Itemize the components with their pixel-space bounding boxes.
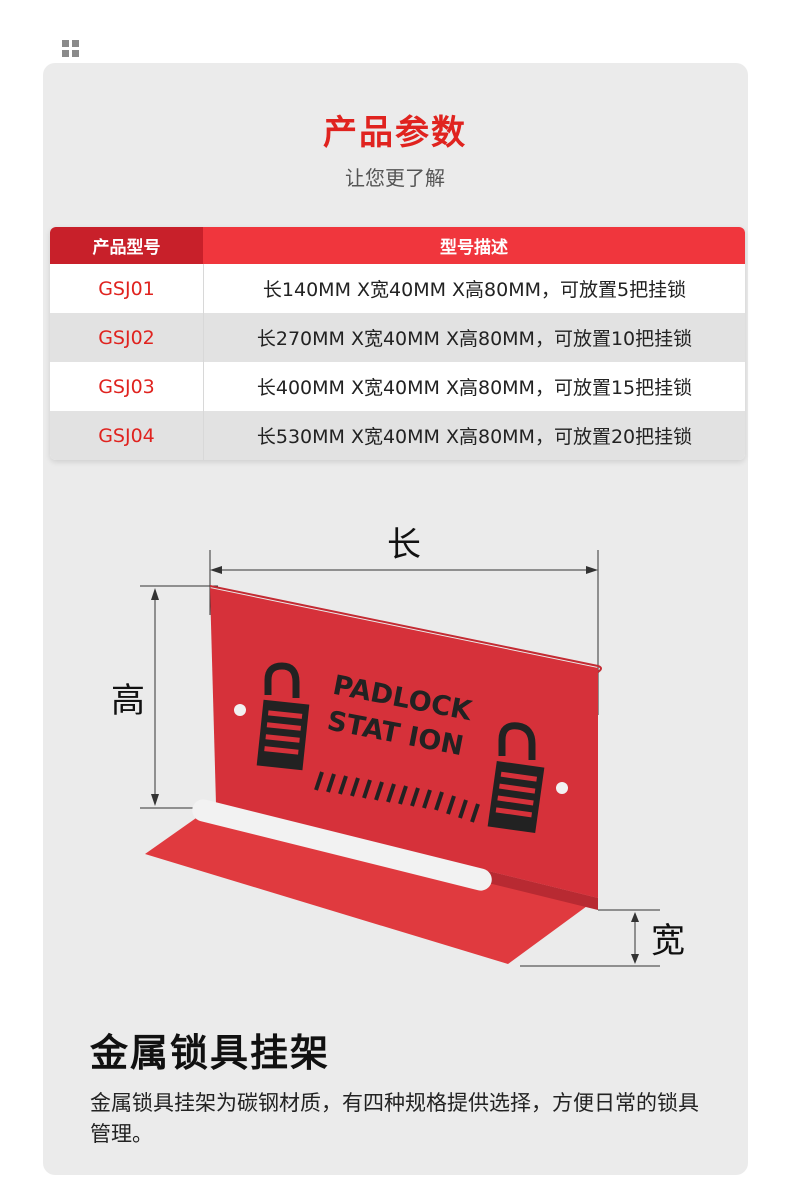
padlock-icon — [256, 662, 310, 771]
table-header: 产品型号 型号描述 — [50, 227, 745, 264]
length-dimension: 长 — [209, 525, 599, 715]
product-description: 金属锁具挂架为碳钢材质，有四种规格提供选择，方便日常的锁具管理。 — [90, 1091, 699, 1146]
grid-icon — [62, 40, 79, 57]
model-cell: GSJ01 — [50, 264, 204, 313]
padlock-icon — [487, 722, 545, 834]
hazard-stripes — [314, 771, 480, 823]
product-name: 金属锁具挂架 — [90, 1031, 331, 1075]
spec-table: 产品型号 型号描述 GSJ01 长140MM X宽40MM X高80MM，可放置… — [50, 227, 745, 460]
description-cell: 长400MM X宽40MM X高80MM，可放置15把挂锁 — [256, 377, 693, 399]
description-cell: 长270MM X宽40MM X高80MM，可放置10把挂锁 — [256, 328, 693, 350]
table-row: GSJ02 长270MM X宽40MM X高80MM，可放置10把挂锁 — [50, 313, 745, 362]
description-cell: 长140MM X宽40MM X高80MM，可放置5把挂锁 — [262, 279, 687, 301]
product-diagram: 长 高 宽 — [111, 525, 685, 967]
width-dimension: 宽 — [520, 909, 685, 967]
padlock-station-rack: PADLOCK STAT ION — [145, 585, 602, 964]
description-cell: 长530MM X宽40MM X高80MM，可放置20把挂锁 — [256, 426, 693, 448]
height-label: 高 — [111, 681, 145, 721]
length-label: 长 — [387, 525, 421, 565]
page-subtitle: 让您更了解 — [345, 166, 445, 190]
model-cell: GSJ04 — [50, 411, 204, 460]
header-model: 产品型号 — [50, 227, 203, 264]
model-cell: GSJ03 — [50, 362, 204, 411]
height-dimension: 高 — [111, 585, 218, 809]
table-row: GSJ04 长530MM X宽40MM X高80MM，可放置20把挂锁 — [50, 411, 745, 460]
width-label: 宽 — [651, 921, 685, 961]
page-title: 产品参数 — [323, 113, 467, 153]
table-row: GSJ03 长400MM X宽40MM X高80MM，可放置15把挂锁 — [50, 362, 745, 411]
header-description: 型号描述 — [203, 227, 745, 264]
table-row: GSJ01 长140MM X宽40MM X高80MM，可放置5把挂锁 — [50, 264, 745, 313]
model-cell: GSJ02 — [50, 313, 204, 362]
